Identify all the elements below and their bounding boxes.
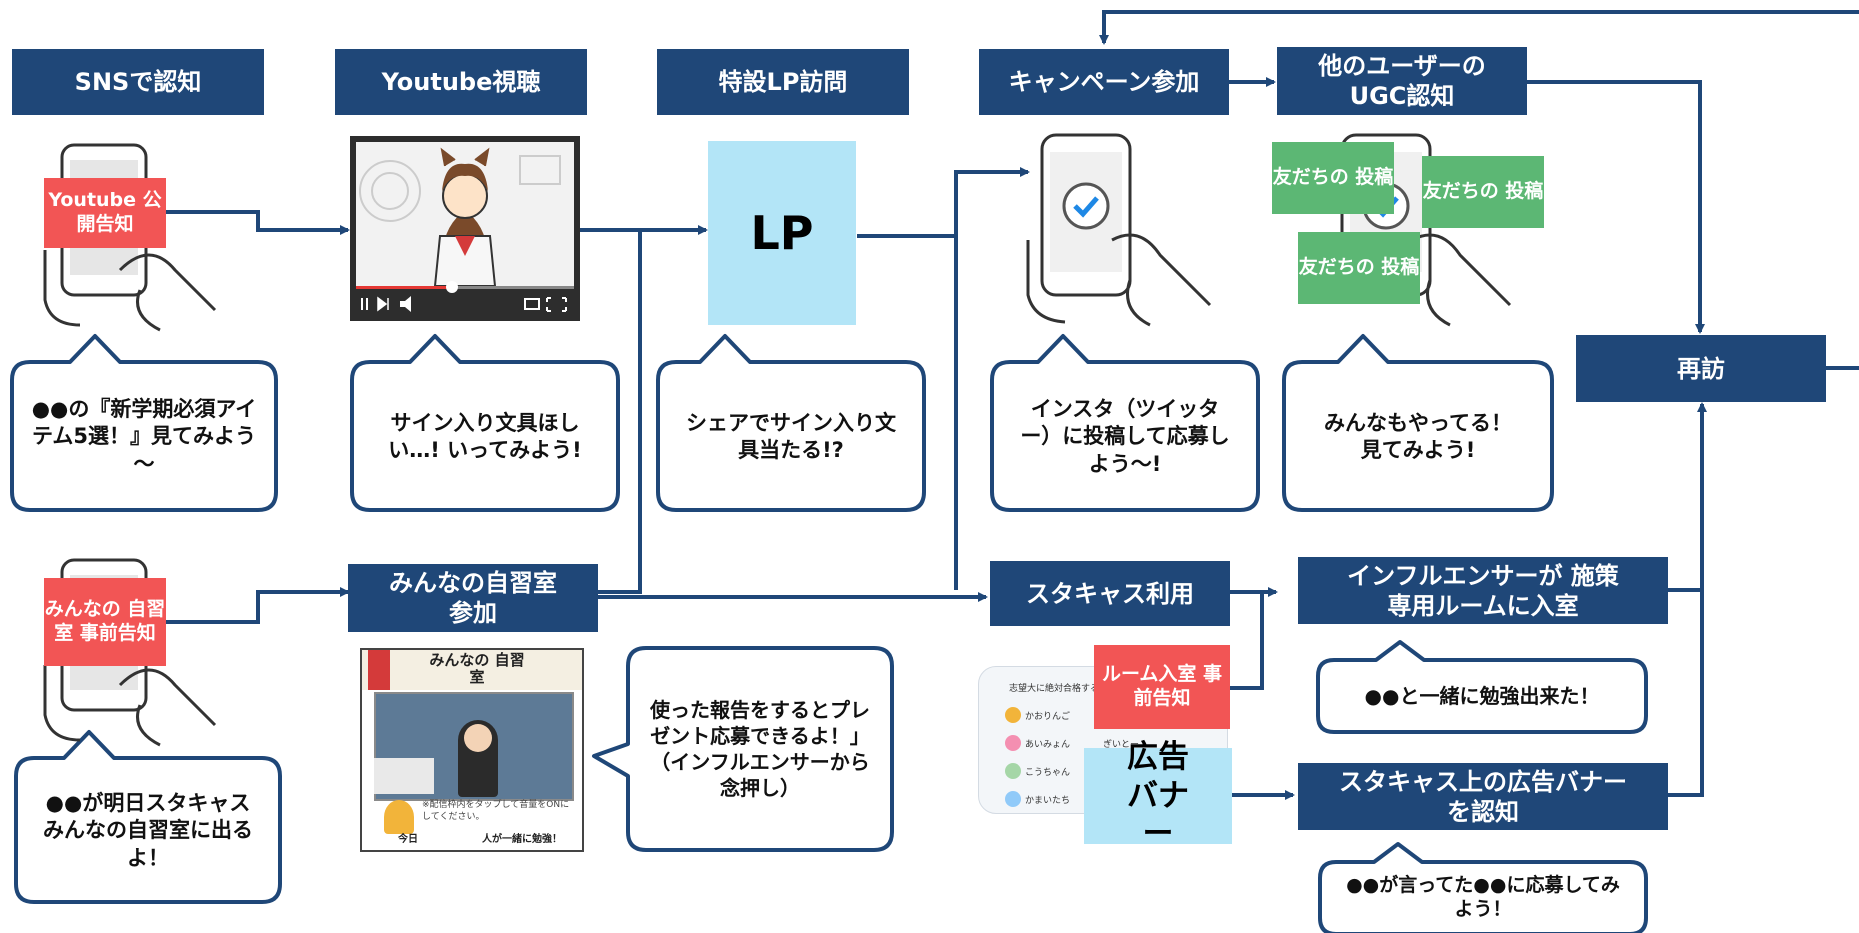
stage-lp-visit: 特設LP訪問 [657,49,909,115]
bubble-banner: ●●が言ってた●●に応募してみよう！ [1346,874,1620,920]
phone-check-illustration [1026,133,1212,327]
stacas-user: かまいたち [1025,796,1071,806]
ad-banner: 広告 バナー [1084,739,1232,852]
stage-youtube: Youtube視聴 [335,49,587,115]
bubble-youtube: サイン入り文具ほしい…! いってみよう! [388,410,582,462]
friend-post-2: 友だちの 投稿 [1422,156,1544,228]
stacas-user: あいみょん [1025,740,1071,750]
stacas-header: 志望大に絶対合格するルーム [1009,684,1126,694]
bubble-shape-ugc [1282,334,1554,512]
study-room-today: 今日 [398,834,418,845]
video-player-illustration [350,136,580,321]
bubble-shape-influencer [1316,640,1648,734]
bubble-shape-lp [656,334,926,512]
stacas-user: かおりんご [1025,712,1071,722]
bubble-sns: ●●の『新学期必須アイテム5選！』見てみよう～ [31,397,257,476]
stage-sns: SNSで認知 [12,49,264,115]
stage-stacas: スタキャス利用 [990,561,1230,626]
stage-banner-recognition: スタキャス上の広告バナー を認知 [1298,763,1668,830]
study-room-screenshot: みんなの 自習室 ※配信枠内をタップして音量をONにしてください。 今日 人が一… [360,648,584,852]
bubble-shape-sns [10,334,278,512]
friend-post-3: 友だちの 投稿 [1298,232,1420,304]
stage-ugc: 他のユーザーの UGC認知 [1277,47,1527,115]
connector-ugc-to-revisit [1527,80,1705,334]
friend-post-1: 友だちの 投稿 [1272,142,1394,214]
bubble-shape-campaign [990,334,1260,512]
bubble-shape-study-room [592,646,894,852]
label-room-notice: みんなの 自習室 事前告知 [44,578,166,666]
connector-influencer-to-revisit [1668,402,1707,592]
bubble-ugc: みんなもやってる！ 見てみよう! [1324,410,1512,462]
stage-influencer: インフルエンサーが 施策専用ルームに入室 [1298,557,1668,624]
connector-revisit-loop [1099,10,1859,45]
study-room-caption: ※配信枠内をタップして音量をONにしてください。 [422,800,570,822]
label-room-entry-notice: ルーム入室 事前告知 [1094,645,1230,729]
bubble-shape-room-notice [14,730,282,904]
stacas-user: ぎいとー [1103,740,1140,750]
bubble-study-room: 使った報告をするとプレゼント応募できるよ！」 （インフルエンサーから念押し） [650,698,870,800]
label-youtube-notice: Youtube 公開告知 [44,178,166,248]
stage-study-room: みんなの自習室 参加 [348,564,598,632]
stage-revisit: 再訪 [1576,335,1826,402]
bubble-influencer: ●●と一緒に勉強出来た！ [1364,684,1600,708]
bubble-shape-youtube [350,334,620,512]
lp-block: LP [708,141,856,325]
stage-campaign: キャンペーン参加 [979,49,1229,115]
bubble-campaign: インスタ（ツイッター）に投稿して応募しよう～! [1020,397,1230,476]
bubble-lp: シェアでサイン入り文具当たる!? [686,410,896,462]
stacas-user: こうちゃん [1025,768,1071,778]
connector-room-notice-up [1230,592,1264,690]
study-room-title: みんなの 自習室 [429,651,525,686]
bubble-shape-banner [1318,842,1648,933]
connector-banner-to-revisit [1668,590,1704,797]
connector-room-to-lp [597,230,642,594]
connector-lp-to-campaign [857,167,1030,238]
check-icon [1073,196,1099,218]
connector-room-notice [166,587,350,624]
study-room-together: 人が一緒に勉強！ [482,834,562,845]
bubble-room-notice: ●●が明日スタキャスみんなの自習室に出るよ！ [43,791,253,870]
connector-youtube-notice [140,210,350,235]
